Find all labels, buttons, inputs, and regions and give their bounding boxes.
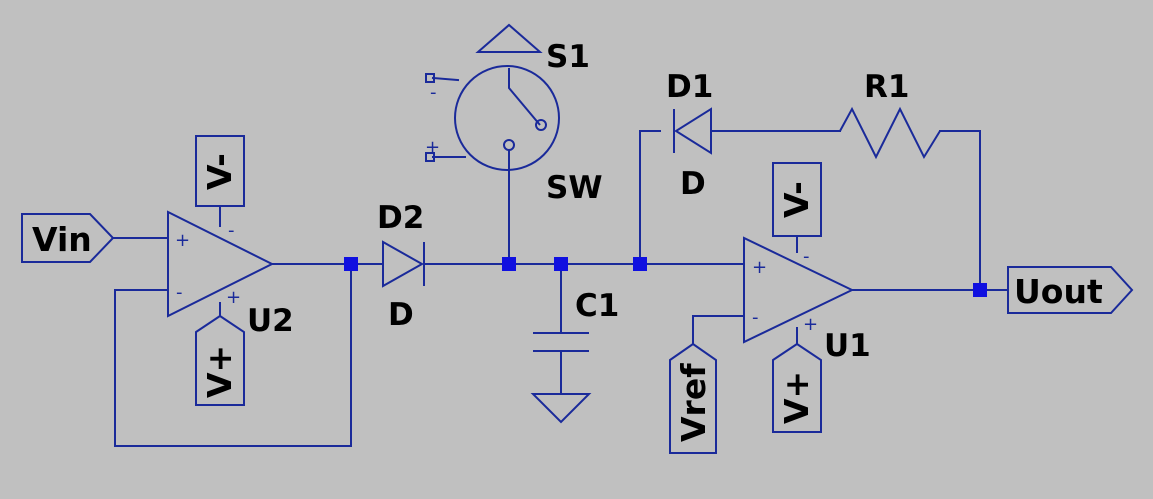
diode-d1-ref: D1 xyxy=(666,69,713,105)
junction-nodes xyxy=(344,257,987,297)
port-vin-label: Vin xyxy=(32,220,92,259)
switch-s1-pin-minus: - xyxy=(430,82,437,103)
wire-switch-minus xyxy=(431,76,460,82)
diode-d2-value: D xyxy=(388,297,414,333)
opamp-u1-sup-plus: + xyxy=(803,314,818,335)
u2-vminus-flag: V- xyxy=(195,135,245,207)
port-vin: Vin xyxy=(21,213,115,263)
junction-u2-out xyxy=(344,257,358,271)
u1-vplus-flag: V+ xyxy=(772,342,822,433)
switch-s1-body xyxy=(454,65,560,171)
u2-vminus-label: V- xyxy=(200,153,239,190)
ground-top-icon xyxy=(475,23,543,53)
opamp-u1-sup-minus: - xyxy=(803,246,810,267)
u1-vminus-flag: V- xyxy=(772,162,822,237)
diode-d1[interactable]: D1 D xyxy=(666,69,713,202)
resistor-r1-ref: R1 xyxy=(864,69,909,105)
opamp-u2-in-plus: + xyxy=(175,230,190,251)
u1-vminus-label: V- xyxy=(777,181,816,218)
diode-d2[interactable]: D2 D xyxy=(377,200,425,333)
wires xyxy=(112,76,1009,447)
wire-vref-to-u1 xyxy=(692,315,745,345)
opamp-u1[interactable]: + - - + U1 xyxy=(743,236,871,364)
opamp-u2[interactable]: + - - + U2 xyxy=(167,210,294,339)
wire-u2-feedback-loop xyxy=(114,263,352,447)
port-uout: Uout xyxy=(1007,266,1134,314)
capacitor-c1[interactable]: C1 xyxy=(533,288,619,352)
u2-vplus-label: V+ xyxy=(200,345,239,398)
switch-s1[interactable]: - + S1 SW xyxy=(425,39,603,206)
ground-icon xyxy=(530,393,592,424)
capacitor-c1-ref: C1 xyxy=(575,288,619,324)
opamp-u1-in-minus: - xyxy=(752,307,759,328)
opamp-u2-in-minus: - xyxy=(176,282,183,303)
opamp-u1-in-plus: + xyxy=(752,257,767,278)
opamp-u1-body xyxy=(743,236,855,344)
junction-out xyxy=(973,283,987,297)
u2-vplus-flag: V+ xyxy=(195,314,245,406)
port-uout-label: Uout xyxy=(1014,272,1103,311)
switch-s1-ref: S1 xyxy=(546,39,590,75)
diode-d1-value: D xyxy=(680,166,706,202)
wire-d1-feedback-left xyxy=(639,130,661,265)
opamp-u2-sup-plus: + xyxy=(226,287,241,308)
opamp-u2-ref: U2 xyxy=(247,303,294,339)
port-vref-label: Vref xyxy=(674,363,713,442)
opamp-u2-sup-minus: - xyxy=(228,220,235,241)
u1-vplus-label: V+ xyxy=(777,371,816,424)
opamp-u2-body xyxy=(167,210,275,318)
resistor-r1[interactable]: R1 xyxy=(839,69,941,160)
switch-s1-pin-plus: + xyxy=(425,137,440,158)
junction-switch xyxy=(502,257,516,271)
diode-d2-ref: D2 xyxy=(377,200,424,236)
junction-d1 xyxy=(633,257,647,271)
opamp-u1-ref: U1 xyxy=(824,328,871,364)
port-vref: Vref xyxy=(669,342,717,454)
wire-r1-to-out xyxy=(939,130,981,291)
junction-cap xyxy=(554,257,568,271)
switch-s1-value: SW xyxy=(546,170,603,206)
